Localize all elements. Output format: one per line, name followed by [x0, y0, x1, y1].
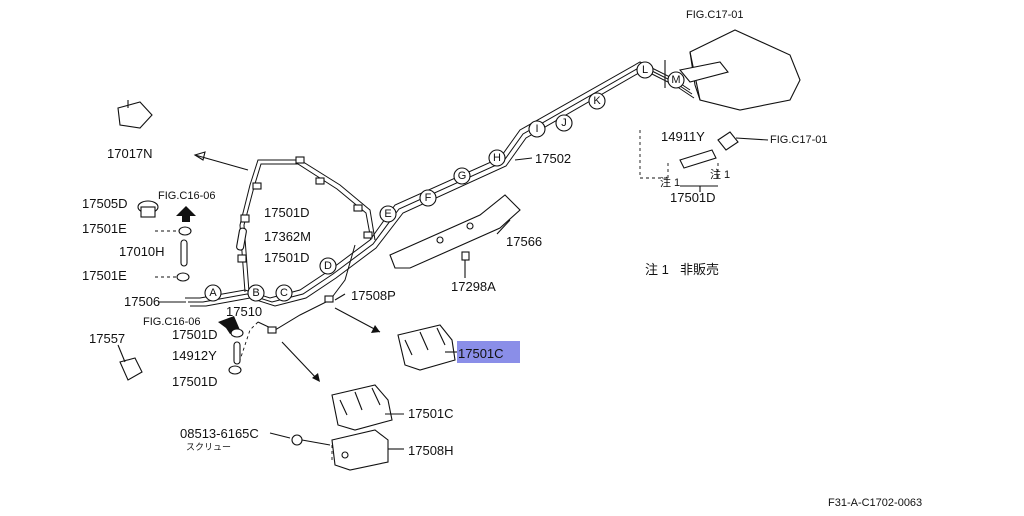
part-17501D-icon-left[interactable] [230, 328, 244, 338]
part-label-17557[interactable]: 17557 [89, 331, 125, 346]
circle-marker-label: I [535, 123, 538, 135]
circle-marker-g[interactable]: G [453, 167, 471, 185]
circle-marker-e[interactable]: E [379, 205, 397, 223]
part-label-14912y[interactable]: 14912Y [172, 348, 217, 363]
part-17566-icon[interactable] [389, 194, 521, 269]
screw-sublabel: スクリュー [186, 442, 231, 453]
part-17017N-icon[interactable] [117, 100, 153, 129]
part-label-17501c[interactable]: 17501C [408, 406, 454, 421]
circle-marker-c[interactable]: C [275, 284, 293, 302]
leader-17017N [194, 154, 249, 171]
part-17501D-icon-mid[interactable] [240, 214, 250, 223]
circle-marker-i[interactable]: I [528, 120, 546, 138]
part-label-17501d[interactable]: 17501D [264, 250, 310, 265]
part-17501D-icon-mid-2[interactable] [237, 254, 247, 263]
part-label-08513-6165c[interactable]: 08513-6165C [180, 426, 259, 441]
part-label-17508p[interactable]: 17508P [351, 288, 396, 303]
part-08513-6165C-icon[interactable] [291, 434, 333, 460]
part-17501D-icon-left-2[interactable] [228, 365, 242, 375]
circle-marker-k[interactable]: K [588, 92, 606, 110]
highlight-box [457, 341, 520, 363]
circle-marker-h[interactable]: H [488, 149, 506, 167]
branch-pipe[interactable] [257, 299, 331, 331]
circle-marker-label: E [384, 208, 391, 220]
circle-marker-label: H [493, 152, 501, 164]
note-marker-2: 注 1 [710, 167, 730, 181]
part-label-14911y[interactable]: 14911Y [661, 129, 705, 144]
part-label-17501d[interactable]: 17501D [264, 205, 310, 220]
part-17501C-icon[interactable] [397, 324, 456, 371]
part-17557-icon[interactable] [117, 344, 143, 381]
part-label-17501d[interactable]: 17501D [172, 374, 218, 389]
circle-marker-b[interactable]: B [247, 284, 265, 302]
part-17010H-icon[interactable] [180, 239, 188, 267]
circle-marker-label: M [671, 74, 680, 86]
circle-marker-label: L [642, 64, 648, 76]
circle-marker-label: D [324, 260, 332, 272]
note-text: 非販売 [680, 262, 719, 277]
note-marker-1: 注 1 [660, 175, 680, 189]
circle-marker-label: F [425, 192, 432, 204]
branch-pipe-dashed [239, 321, 259, 361]
part-label-17010h[interactable]: 17010H [119, 244, 165, 259]
circle-marker-m[interactable]: M [667, 71, 685, 89]
circle-marker-a[interactable]: A [204, 284, 222, 302]
part-17501E-icon[interactable] [178, 226, 192, 236]
part-label-17505d[interactable]: 17505D [82, 196, 128, 211]
part-label-17017n[interactable]: 17017N [107, 146, 153, 161]
circle-marker-d[interactable]: D [319, 257, 337, 275]
circle-marker-label: K [593, 95, 601, 107]
part-label-17501e[interactable]: 17501E [82, 268, 127, 283]
part-label-17566[interactable]: 17566 [506, 234, 542, 249]
part-17501C-icon-2[interactable] [331, 384, 393, 431]
figure-id: F31-A-C1702-0063 [828, 497, 922, 509]
fig-ref-c16-06-top[interactable]: FIG.C16-06 [158, 190, 215, 202]
leader-fig-c17-01 [735, 137, 769, 141]
part-label-17510[interactable]: 17510 [226, 304, 262, 319]
part-label-17298a[interactable]: 17298A [451, 279, 496, 294]
part-label-17501e[interactable]: 17501E [82, 221, 127, 236]
circle-marker-j[interactable]: J [555, 114, 573, 132]
part-14911Y-icon[interactable] [679, 131, 739, 169]
part-17298A-icon[interactable] [461, 251, 470, 278]
part-17362M-icon[interactable] [236, 227, 247, 251]
note-mark: 注 1 [645, 262, 669, 277]
pipe-clips [252, 156, 373, 334]
part-label-17501d[interactable]: 17501D [172, 327, 218, 342]
part-label-17502[interactable]: 17502 [535, 151, 571, 166]
part-label-17501c[interactable]: 17501C [458, 346, 504, 361]
part-17505D-icon[interactable] [137, 200, 159, 218]
part-label-17508h[interactable]: 17508H [408, 443, 454, 458]
fig-ref-c17-01-right[interactable]: FIG.C17-01 [770, 134, 827, 146]
return-pipe[interactable] [239, 159, 376, 293]
circle-marker-label: C [280, 287, 288, 299]
fig-ref-c17-01-top[interactable]: FIG.C17-01 [686, 9, 743, 21]
part-label-17506[interactable]: 17506 [124, 294, 160, 309]
arrow-up-icon [176, 206, 196, 222]
part-17508H-icon[interactable] [331, 429, 389, 471]
fuel-tank[interactable] [678, 29, 801, 111]
part-label-17362m[interactable]: 17362M [264, 229, 311, 244]
circle-marker-label: B [252, 287, 259, 299]
circle-marker-f[interactable]: F [419, 189, 437, 207]
part-14912Y-icon[interactable] [233, 341, 241, 365]
branch-pipe-2[interactable] [329, 244, 356, 301]
circle-marker-label: J [561, 117, 567, 129]
part-17501E-icon-2[interactable] [176, 272, 190, 282]
part-label-17501d[interactable]: 17501D [670, 190, 716, 205]
circle-marker-l[interactable]: L [636, 61, 654, 79]
circle-marker-label: A [209, 287, 217, 299]
fig-ref-c16-06-bottom[interactable]: FIG.C16-06 [143, 316, 200, 328]
circle-marker-label: G [458, 170, 467, 182]
